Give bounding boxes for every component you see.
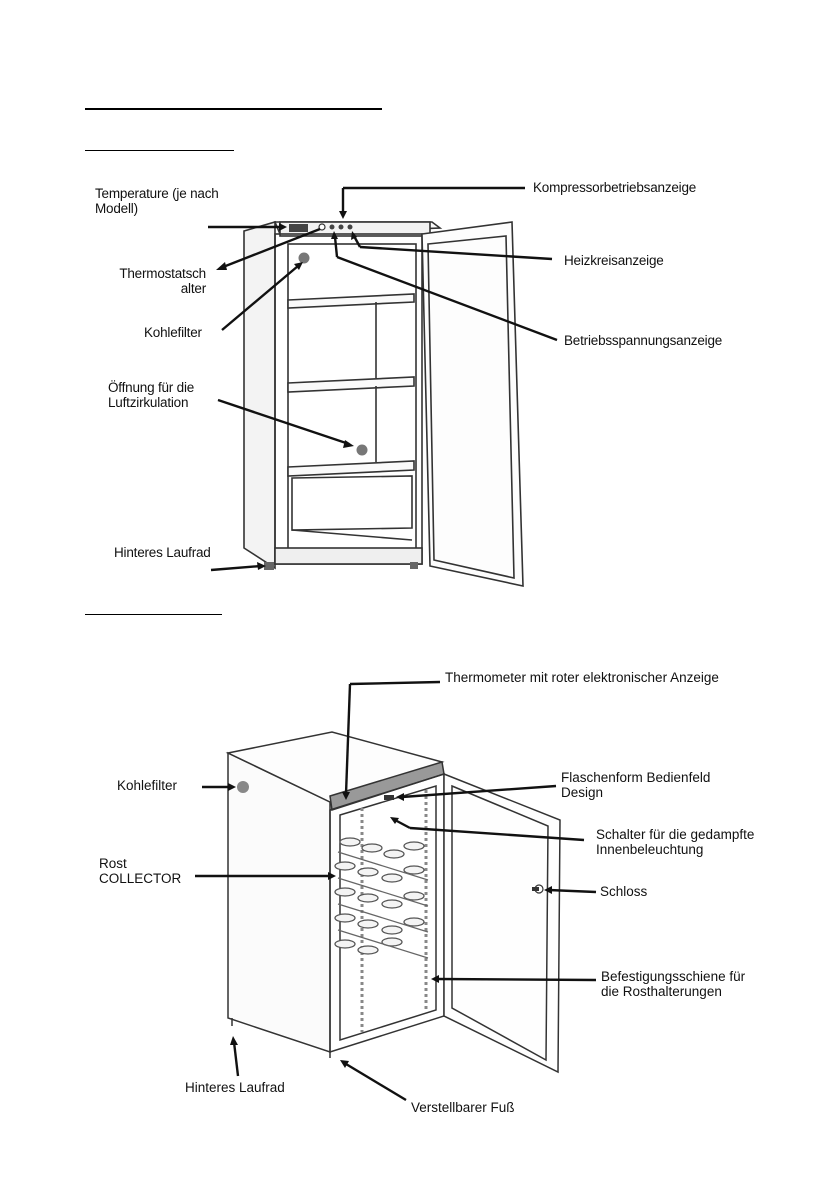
- thermostat-knob: [318, 223, 326, 231]
- wine-cabinet-front: [329, 772, 445, 1054]
- shelf-lower: [287, 460, 415, 477]
- carbon-filter-2: [237, 781, 249, 793]
- label-adjustable-foot: Verstellbarer Fuß: [411, 1100, 515, 1115]
- arrow-head: [279, 223, 287, 231]
- cabinet-front-frame: [274, 233, 423, 565]
- label-rear-wheel-2: Hinteres Laufrad: [185, 1080, 285, 1095]
- label-mounting-rail: Befestigungsschiene für die Rosthalterun…: [601, 969, 746, 1000]
- label-compressor-indicator: Kompressorbetriebsanzeige: [533, 180, 697, 195]
- carbon-filter: [298, 252, 310, 264]
- subsection-rule-2: [85, 614, 222, 615]
- label-thermostat: Thermostatsch alter: [119, 266, 206, 297]
- cabinet-side-wall: [243, 220, 276, 570]
- label-lock: Schloss: [600, 884, 648, 899]
- wine-cabinet-top: [225, 731, 445, 803]
- indicator-light-1: [329, 224, 335, 230]
- cabinet-opening: [287, 243, 417, 557]
- subsection-rule-1: [85, 150, 234, 151]
- wine-cabinet-door: [443, 772, 561, 1074]
- label-temperature: Temperature (je nach Modell): [95, 186, 219, 217]
- shelf-middle: [287, 376, 415, 393]
- cabinet-door: [421, 221, 524, 587]
- indicator-light-3: [347, 224, 353, 230]
- label-carbon-filter-1: Kohlefilter: [144, 325, 202, 340]
- label-carbon-filter-2: Kohlefilter: [117, 778, 178, 793]
- label-power-indicator: Betriebsspannungsanzeige: [564, 333, 723, 348]
- label-heating-indicator: Heizkreisanzeige: [564, 253, 664, 268]
- bottle-racks: [334, 837, 429, 959]
- label-air-circulation: Öffnung für die Luftzirkulation: [108, 380, 195, 411]
- control-panel-strip: [329, 761, 445, 811]
- temperature-display: [289, 224, 308, 232]
- label-rack: Rost COLLECTOR: [99, 856, 182, 887]
- door-lock: [534, 884, 544, 894]
- label-light-switch: Schalter für die gedampfte Innenbeleucht…: [596, 827, 755, 858]
- label-bottle-panel: Flaschenform Bedienfeld Design: [561, 770, 711, 801]
- light-switch: [384, 795, 394, 800]
- indicator-light-2: [338, 224, 344, 230]
- section-heading-rule: [85, 108, 382, 110]
- label-thermometer: Thermometer mit roter elektronischer Anz…: [445, 670, 719, 685]
- rear-wheel: [264, 562, 274, 570]
- cabinet-diagram-1: [208, 186, 558, 587]
- air-vent: [356, 444, 368, 456]
- shelf-top: [287, 293, 415, 309]
- wine-cabinet-side: [227, 751, 331, 1054]
- label-rear-wheel-1: Hinteres Laufrad: [114, 545, 211, 560]
